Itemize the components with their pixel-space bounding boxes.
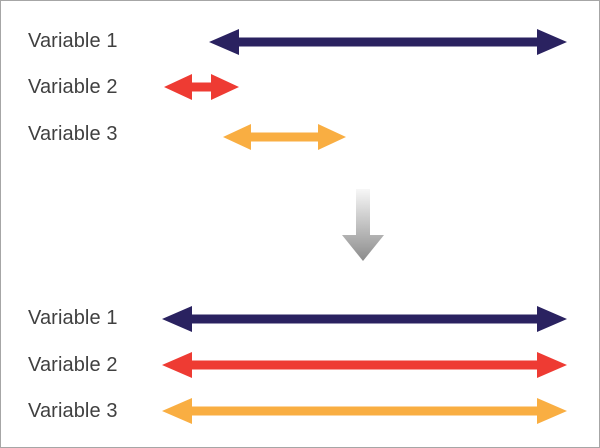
top-variable-2-label: Variable 2 [28, 76, 118, 98]
top-variable-1-label: Variable 1 [28, 30, 118, 52]
bottom-variable-1-label: Variable 1 [28, 307, 118, 329]
top-variable-3-label: Variable 3 [28, 123, 118, 145]
bottom-variable-2-label: Variable 2 [28, 354, 118, 376]
bottom-variable-3-label: Variable 3 [28, 400, 118, 422]
